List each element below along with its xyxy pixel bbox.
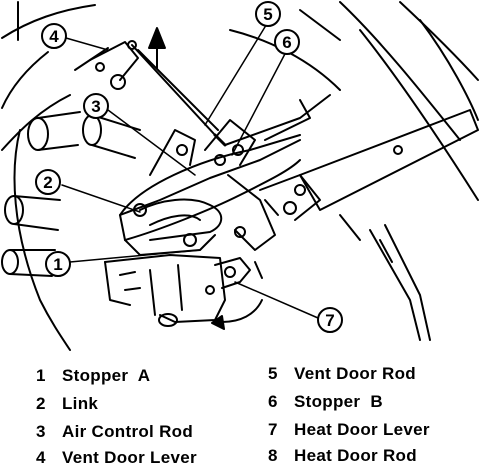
up-arrow <box>148 27 166 69</box>
svg-text:1: 1 <box>53 255 62 274</box>
svg-text:6: 6 <box>282 33 291 52</box>
housing-outline <box>1 1 479 351</box>
callout-3: 3 <box>83 93 109 119</box>
mechanism-diagram: 1 2 3 4 5 6 7 <box>1 1 479 351</box>
vent-door-lever <box>74 40 227 147</box>
svg-text:7: 7 <box>325 311 334 330</box>
vent-door-rod <box>119 94 331 216</box>
leader-lines <box>61 21 319 319</box>
callout-6: 6 <box>274 29 300 55</box>
rotation-arrow <box>211 299 263 330</box>
svg-text:4: 4 <box>49 27 59 46</box>
callout-4: 4 <box>41 23 67 49</box>
left-cylinders <box>1 111 141 277</box>
lever-assembly <box>119 119 321 251</box>
svg-text:5: 5 <box>263 5 272 24</box>
callout-5: 5 <box>255 1 281 27</box>
svg-text:3: 3 <box>91 97 100 116</box>
callout-7: 7 <box>317 307 343 333</box>
callout-2: 2 <box>35 169 61 195</box>
right-bracket <box>264 99 479 341</box>
svg-text:2: 2 <box>43 173 52 192</box>
callout-1: 1 <box>45 251 71 277</box>
heat-door-bracket <box>104 254 263 327</box>
